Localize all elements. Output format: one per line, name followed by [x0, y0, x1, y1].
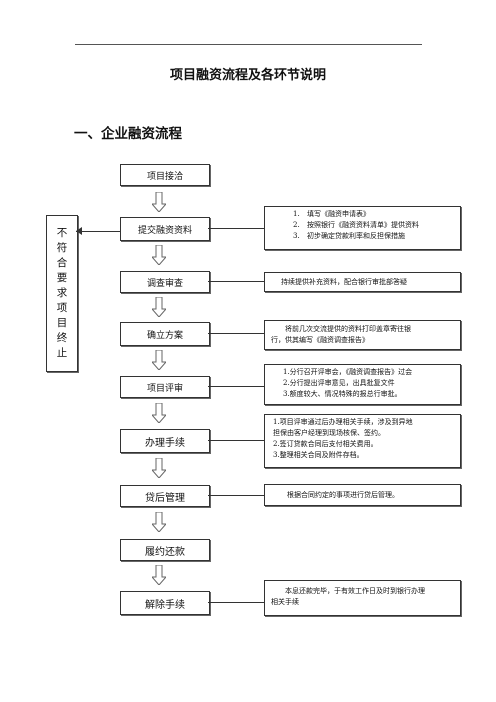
connector-line: [208, 386, 264, 387]
down-arrow-icon: [152, 565, 166, 585]
note-procedures: 1.项目评审通过后办理相关手续，涉及到异地 担保由客户经理到现场核保、签约。 2…: [264, 414, 461, 468]
step-project-contact: 项目接洽: [120, 164, 210, 186]
down-arrow-icon: [152, 192, 166, 212]
down-arrow-icon: [152, 350, 166, 370]
step-procedures: 办理手续: [120, 429, 210, 453]
note-postloan: 根据合同约定的事项进行贷后管理。: [264, 484, 461, 506]
page-title: 项目融资流程及各环节说明: [169, 68, 326, 83]
left-arrow-icon: [76, 227, 82, 235]
note-submit-materials: 1.填写《融资申请表》 2.按照银行《融资资料清单》提供资料 3.初步确定贷款利…: [264, 206, 461, 250]
note-release: 本息还款完毕，于有效工作日及时到银行办理 相关手续: [264, 580, 461, 616]
note-review: 1.分行召开评审会，《融资调查报告》过会 2.分行提出评审意见，出具批复文件 3…: [264, 364, 461, 405]
down-arrow-icon: [152, 297, 166, 317]
connector-line: [208, 602, 264, 603]
down-arrow-icon: [152, 458, 166, 478]
section-heading: 一、企业融资流程: [74, 126, 182, 142]
down-arrow-icon: [152, 512, 166, 532]
connector-line: [208, 333, 264, 334]
step-release: 解除手续: [120, 591, 210, 615]
termination-connector: [76, 231, 120, 232]
step-review: 项目评审: [120, 376, 210, 398]
note-investigation: 持续提供补充资料，配合银行审批部答疑: [264, 272, 461, 292]
termination-box: 不符合要求项目终止: [46, 215, 78, 372]
step-submit-materials: 提交融资资料: [120, 217, 210, 241]
step-repayment: 履约还款: [120, 539, 210, 561]
connector-line: [208, 281, 264, 282]
step-postloan: 贷后管理: [120, 485, 210, 507]
down-arrow-icon: [152, 245, 166, 265]
note-plan: 将前几次交流提供的资料打印盖章寄往银 行，供其编写《融资调查报告》: [264, 320, 461, 350]
connector-line: [208, 495, 264, 496]
header-rule: [75, 44, 422, 45]
connector-line: [208, 440, 264, 441]
down-arrow-icon: [152, 403, 166, 423]
termination-label: 不符合要求项目终止: [56, 227, 68, 359]
connector-line: [208, 228, 264, 229]
step-plan: 确立方案: [120, 322, 210, 346]
step-investigation: 调查审查: [120, 271, 210, 293]
